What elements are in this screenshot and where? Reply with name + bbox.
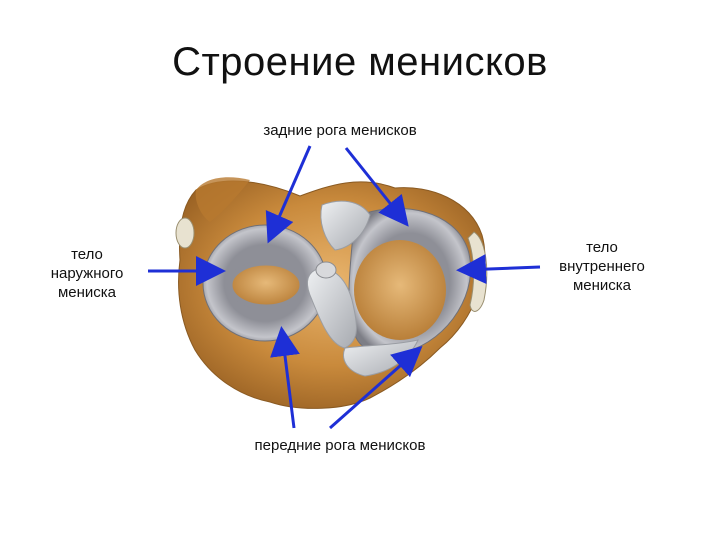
label-medial-meniscus-body: тело внутреннего мениска	[542, 238, 662, 295]
label-line: тело	[542, 238, 662, 257]
label-line: мениска	[542, 276, 662, 295]
label-line: наружного	[32, 264, 142, 283]
label-lateral-meniscus-body: тело наружного мениска	[32, 245, 142, 302]
label-line: мениска	[32, 283, 142, 302]
label-anterior-horns: передние рога менисков	[190, 436, 490, 455]
label-posterior-horns: задние рога менисков	[180, 121, 500, 140]
fibula-stub	[176, 218, 194, 248]
label-line: внутреннего	[542, 257, 662, 276]
label-line: тело	[32, 245, 142, 264]
